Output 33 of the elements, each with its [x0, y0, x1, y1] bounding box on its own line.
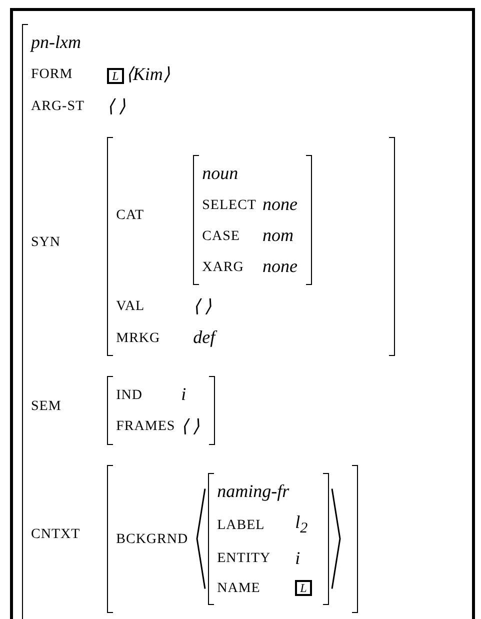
- attribute-value: def: [193, 327, 216, 347]
- attribute-name: IND: [116, 388, 143, 402]
- type-name: pn-lxm: [31, 32, 81, 52]
- tag-box: L: [295, 580, 312, 596]
- tag-box: L: [107, 68, 124, 84]
- attribute-value: l$_{2}$: [295, 512, 308, 532]
- attribute-name: MRKG: [116, 330, 160, 346]
- type-name: naming-fr: [217, 481, 290, 501]
- attribute-name: FRAMES: [116, 419, 176, 434]
- attribute-value: i: [181, 384, 186, 404]
- attribute-name: CASE: [202, 228, 240, 244]
- attribute-value: ⟨ ⟩: [193, 296, 212, 316]
- attribute-name: ENTITY: [217, 551, 271, 566]
- attribute-name: CAT: [116, 208, 144, 223]
- attribute-name: VAL: [116, 299, 145, 314]
- attribute-name: NAME: [217, 580, 260, 596]
- attribute-value: ⟨ ⟩: [107, 96, 126, 116]
- attribute-name: LABEL: [217, 518, 265, 533]
- attribute-value: none: [262, 194, 298, 214]
- attribute-name: SYN: [31, 234, 61, 250]
- attribute-name: CNTXT: [31, 526, 80, 542]
- attribute-value: ⟨Kim⟩: [126, 64, 170, 84]
- attribute-value: i: [295, 548, 300, 568]
- attribute-name: FORM: [31, 67, 73, 82]
- attribute-value: nom: [262, 225, 294, 245]
- attribute-name: SELECT: [202, 198, 256, 212]
- attribute-name: SEM: [31, 398, 62, 414]
- attribute-value: none: [262, 256, 298, 276]
- attribute-name: BCKGRND: [116, 532, 188, 547]
- attribute-value: ⟨ ⟩: [181, 416, 200, 436]
- type-name: noun: [202, 163, 238, 183]
- attribute-name: XARG: [202, 260, 244, 274]
- attribute-name: ARG-ST: [31, 99, 85, 114]
